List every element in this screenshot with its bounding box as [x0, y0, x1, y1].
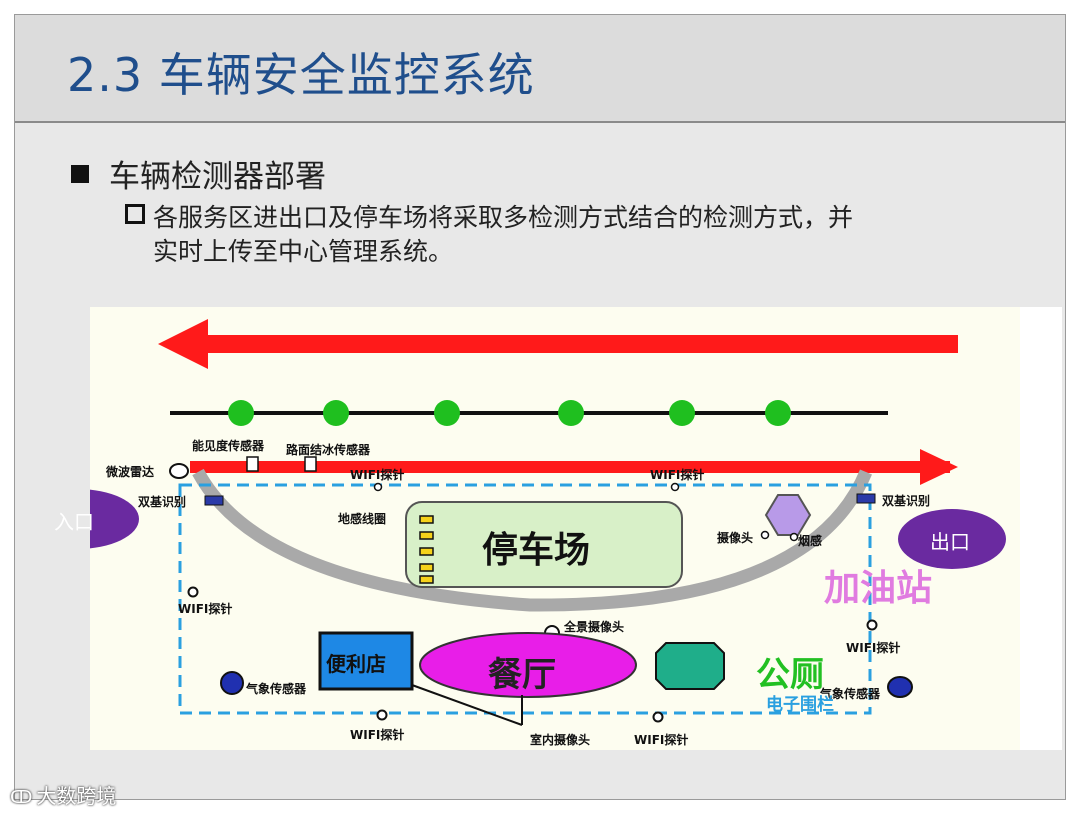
weather-sensor-right-icon [887, 676, 913, 698]
entrance-oval [90, 489, 139, 549]
bullet-main: 车辆检测器部署 [71, 151, 326, 196]
store-label: 便利店 [326, 652, 386, 676]
indoor-camera-pointer [411, 684, 523, 726]
green-dot [434, 400, 460, 426]
fence-label: 电子围栏 [766, 695, 834, 715]
dual-id-right-icon [856, 493, 876, 504]
logo-icon: ↀ [10, 787, 33, 808]
bottom-lane-arrow-head [920, 449, 958, 485]
wifi-top-right-label: WIFI探针 [650, 468, 705, 482]
wifi-probe-icon [670, 482, 680, 492]
bullet-square-icon [71, 165, 89, 183]
dual-id-left-icon [204, 495, 224, 506]
deployment-diagram: 能见度传感器 路面结冰传感器 微波雷达 双基识别 双基识别 WIFI探针 WIF… [54, 307, 1062, 750]
slide-title: 2.3 车辆安全监控系统 [67, 48, 535, 102]
icing-sensor-label: 路面结冰传感器 [286, 443, 371, 457]
wifi-right-label: WIFI探针 [846, 641, 901, 655]
green-dot [323, 400, 349, 426]
wifi-probe-icon [652, 711, 664, 723]
panoramic-camera-label: 全景摄像头 [564, 620, 625, 634]
wifi-bottom-right-label: WIFI探针 [634, 733, 689, 747]
loop-coil-icon [419, 575, 434, 584]
wifi-probe-icon [376, 709, 388, 721]
gas-station-hexagon [764, 494, 812, 536]
wifi-left-label: WIFI探针 [178, 602, 233, 616]
parking-label: 停车场 [482, 530, 591, 571]
bullet-sub-line1: 各服务区进出口及停车场将采取多检测方式结合的检测方式，并 [153, 203, 854, 232]
smoke-detector-icon [789, 532, 799, 542]
wifi-probe-icon [866, 619, 878, 631]
loop-coil-icon [419, 563, 434, 572]
watermark-text: 大数跨境 [36, 784, 117, 808]
exit-label: 出口 [930, 530, 970, 554]
camera-dot-icon [760, 530, 770, 540]
smoke-label: 烟感 [798, 534, 823, 548]
gas-station-label: 加油站 [824, 568, 933, 609]
bullet-sub: 各服务区进出口及停车场将采取多检测方式结合的检测方式，并 实时上传至中心管理系统… [125, 201, 1005, 269]
parking-lot-shape [405, 501, 683, 588]
restroom-shape [655, 642, 725, 690]
loop-coil-label: 地感线圈 [338, 512, 387, 526]
restaurant-shape [419, 632, 637, 698]
store-shape [318, 631, 414, 691]
green-dot [669, 400, 695, 426]
bullet-hollow-square-icon [125, 204, 145, 224]
indoor-camera-label: 室内摄像头 [530, 733, 591, 747]
restroom-label: 公厕 [756, 655, 824, 695]
dual-id-right-label: 双基识别 [882, 494, 931, 508]
weather-right-label: 气象传感器 [820, 687, 881, 701]
loop-coil-icon [419, 515, 434, 524]
ramp-curve [192, 468, 873, 612]
bottom-lane-arrow-shaft [190, 461, 950, 473]
title-band: 2.3 车辆安全监控系统 [15, 15, 1065, 123]
entrance-label: 入口 [54, 510, 94, 534]
icing-sensor-icon [304, 456, 317, 472]
dual-id-left-label: 双基识别 [138, 495, 187, 509]
loop-coil-icon [419, 531, 434, 540]
exit-oval [898, 509, 1006, 569]
radar-icon [169, 463, 189, 479]
bullet-main-text: 车辆检测器部署 [109, 159, 326, 195]
electronic-fence [178, 483, 872, 715]
green-dot [558, 400, 584, 426]
top-lane-arrow-head [158, 319, 208, 369]
weather-left-label: 气象传感器 [246, 682, 307, 696]
diagram-graphics [90, 307, 1020, 750]
green-dot [228, 400, 254, 426]
visibility-sensor-label: 能见度传感器 [192, 439, 265, 453]
wifi-top-left-label: WIFI探针 [350, 468, 405, 482]
bullet-sub-line2: 实时上传至中心管理系统。 [153, 237, 454, 266]
wifi-bottom-left-label: WIFI探针 [350, 728, 405, 742]
visibility-sensor-icon [246, 456, 259, 472]
weather-sensor-left-icon [220, 671, 244, 695]
top-lane-arrow-shaft [200, 335, 958, 353]
wifi-probe-icon [187, 586, 199, 598]
loop-coil-icon [419, 547, 434, 556]
camera-label: 摄像头 [717, 531, 754, 545]
green-dot [765, 400, 791, 426]
restaurant-label: 餐厅 [488, 655, 556, 695]
microwave-radar-label: 微波雷达 [106, 465, 155, 479]
wifi-probe-icon [373, 482, 383, 492]
